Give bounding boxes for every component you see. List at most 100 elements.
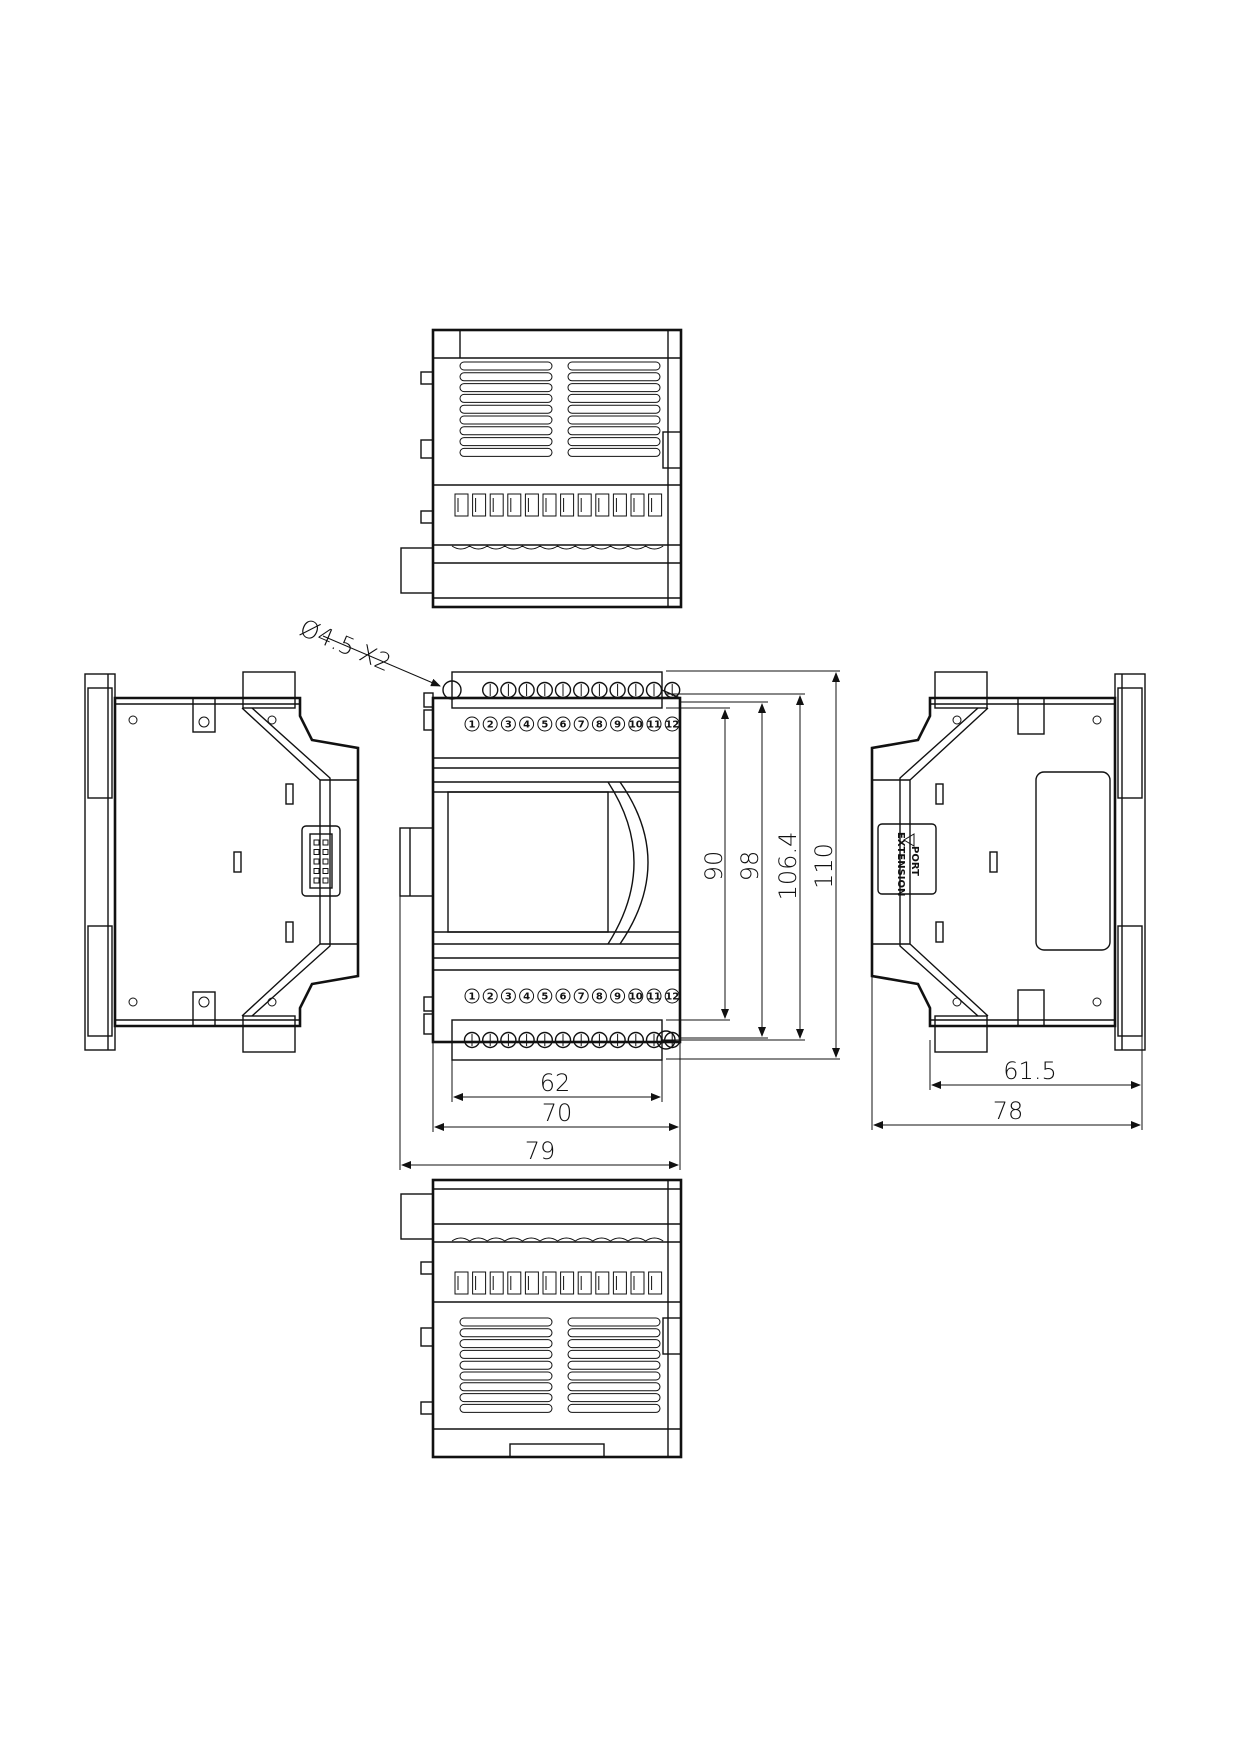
terminal-screw [463,1031,481,1049]
terminal-slot [524,1271,539,1295]
terminal-number-badge [500,988,516,1004]
terminal-number: 2 [487,992,494,1003]
vent-slot [459,1393,553,1403]
terminal-number: 6 [560,992,567,1003]
vent-slot [459,1403,553,1413]
vent-slot [459,1317,553,1327]
terminal-number: 11 [647,992,661,1003]
terminal-slot [454,1271,469,1295]
vent-slot [567,361,661,371]
terminal-slot [648,1271,663,1295]
vent-slot [567,415,661,425]
label-recess [1035,771,1111,951]
terminal-slot [507,493,522,517]
extension-port-cover [877,823,937,895]
terminal-number-badge [500,716,516,732]
vent-slot [567,1393,661,1403]
terminal-number: 12 [665,992,679,1003]
terminal-number-badge [628,988,644,1004]
vent-slot [459,1371,553,1381]
terminal-slot [612,493,627,517]
terminal-slot [560,493,575,517]
vent-slot [459,1339,553,1349]
terminal-slot [489,1271,504,1295]
vent-slot [567,426,661,436]
terminal-screw [554,1031,572,1049]
connector-pin [313,868,320,874]
connector-pin [322,868,329,874]
dim-height-98: 98 [736,851,764,882]
terminal-slot [507,1271,522,1295]
vent-slot [459,383,553,393]
terminal-screw [573,681,590,699]
vent-slot [459,447,553,457]
vent-slot [459,361,553,371]
terminal-number-badge [537,716,553,732]
vent-slot [459,1360,553,1370]
terminal-screw [609,681,626,699]
dim-depth-61-5: 61.5 [1003,1057,1056,1085]
vent-slot [567,1339,661,1349]
left-side-view [84,671,360,1053]
vent-slot [459,1328,553,1338]
terminal-screw [664,681,681,699]
terminal-number: 12 [665,720,679,731]
vent-slot [567,437,661,447]
terminal-number-badge [519,988,535,1004]
dim-width-79: 79 [525,1137,556,1165]
terminal-number: 5 [541,992,548,1003]
terminal-screw [645,1031,663,1049]
connector-pin [322,858,329,865]
vent-slot [459,1349,553,1359]
connector-pin [322,849,329,855]
terminal-number: 3 [505,992,512,1003]
terminal-slot [577,493,592,517]
terminal-screw [518,1031,535,1049]
terminal-number-badge [464,716,480,732]
terminal-slot [577,1271,592,1295]
terminal-screw [645,681,663,699]
terminal-slot [489,493,504,517]
terminal-number: 9 [614,992,621,1003]
terminal-number-badge [646,716,662,732]
terminal-slot [524,493,539,517]
terminal-slot [542,493,557,517]
terminal-screw [573,1031,590,1049]
terminal-number-badge [591,988,607,1004]
terminal-number: 3 [505,720,512,731]
terminal-screw [554,681,572,699]
terminal-number: 10 [629,992,643,1003]
dimension-lines: 90 98 106.4 110 62 70 79 61.5 78 [399,670,1143,1170]
terminal-number-badge [628,716,644,732]
top-view [400,328,683,609]
terminal-number: 8 [596,992,603,1003]
arrow-icon [903,833,915,847]
vent-slot [567,447,661,457]
terminal-screw [536,1031,553,1049]
mount-hole-top [442,680,462,700]
terminal-number: 4 [523,992,530,1003]
dim-height-90: 90 [700,851,728,882]
terminal-screw [518,681,535,699]
terminal-number: 7 [578,992,585,1003]
vent-slot [567,372,661,382]
terminal-number-badge [573,988,589,1004]
vent-slot [567,383,661,393]
terminal-slot [472,1271,487,1295]
terminal-number: 1 [469,992,476,1003]
vent-slot [567,404,661,414]
dim-width-70: 70 [542,1099,573,1127]
connector-pin [313,849,320,855]
terminal-number-badge [591,716,607,732]
terminal-screw [482,1031,499,1049]
terminal-number-badge [482,716,498,732]
terminal-screw [500,681,517,699]
right-side-view: EXTENSION PORT [870,671,1146,1053]
terminal-number-badge [482,988,498,1004]
terminal-number-badge [555,716,571,732]
terminal-slot [630,1271,645,1295]
dim-height-110: 110 [810,843,838,889]
dim-depth-78: 78 [993,1097,1024,1125]
terminal-slot [595,493,610,517]
